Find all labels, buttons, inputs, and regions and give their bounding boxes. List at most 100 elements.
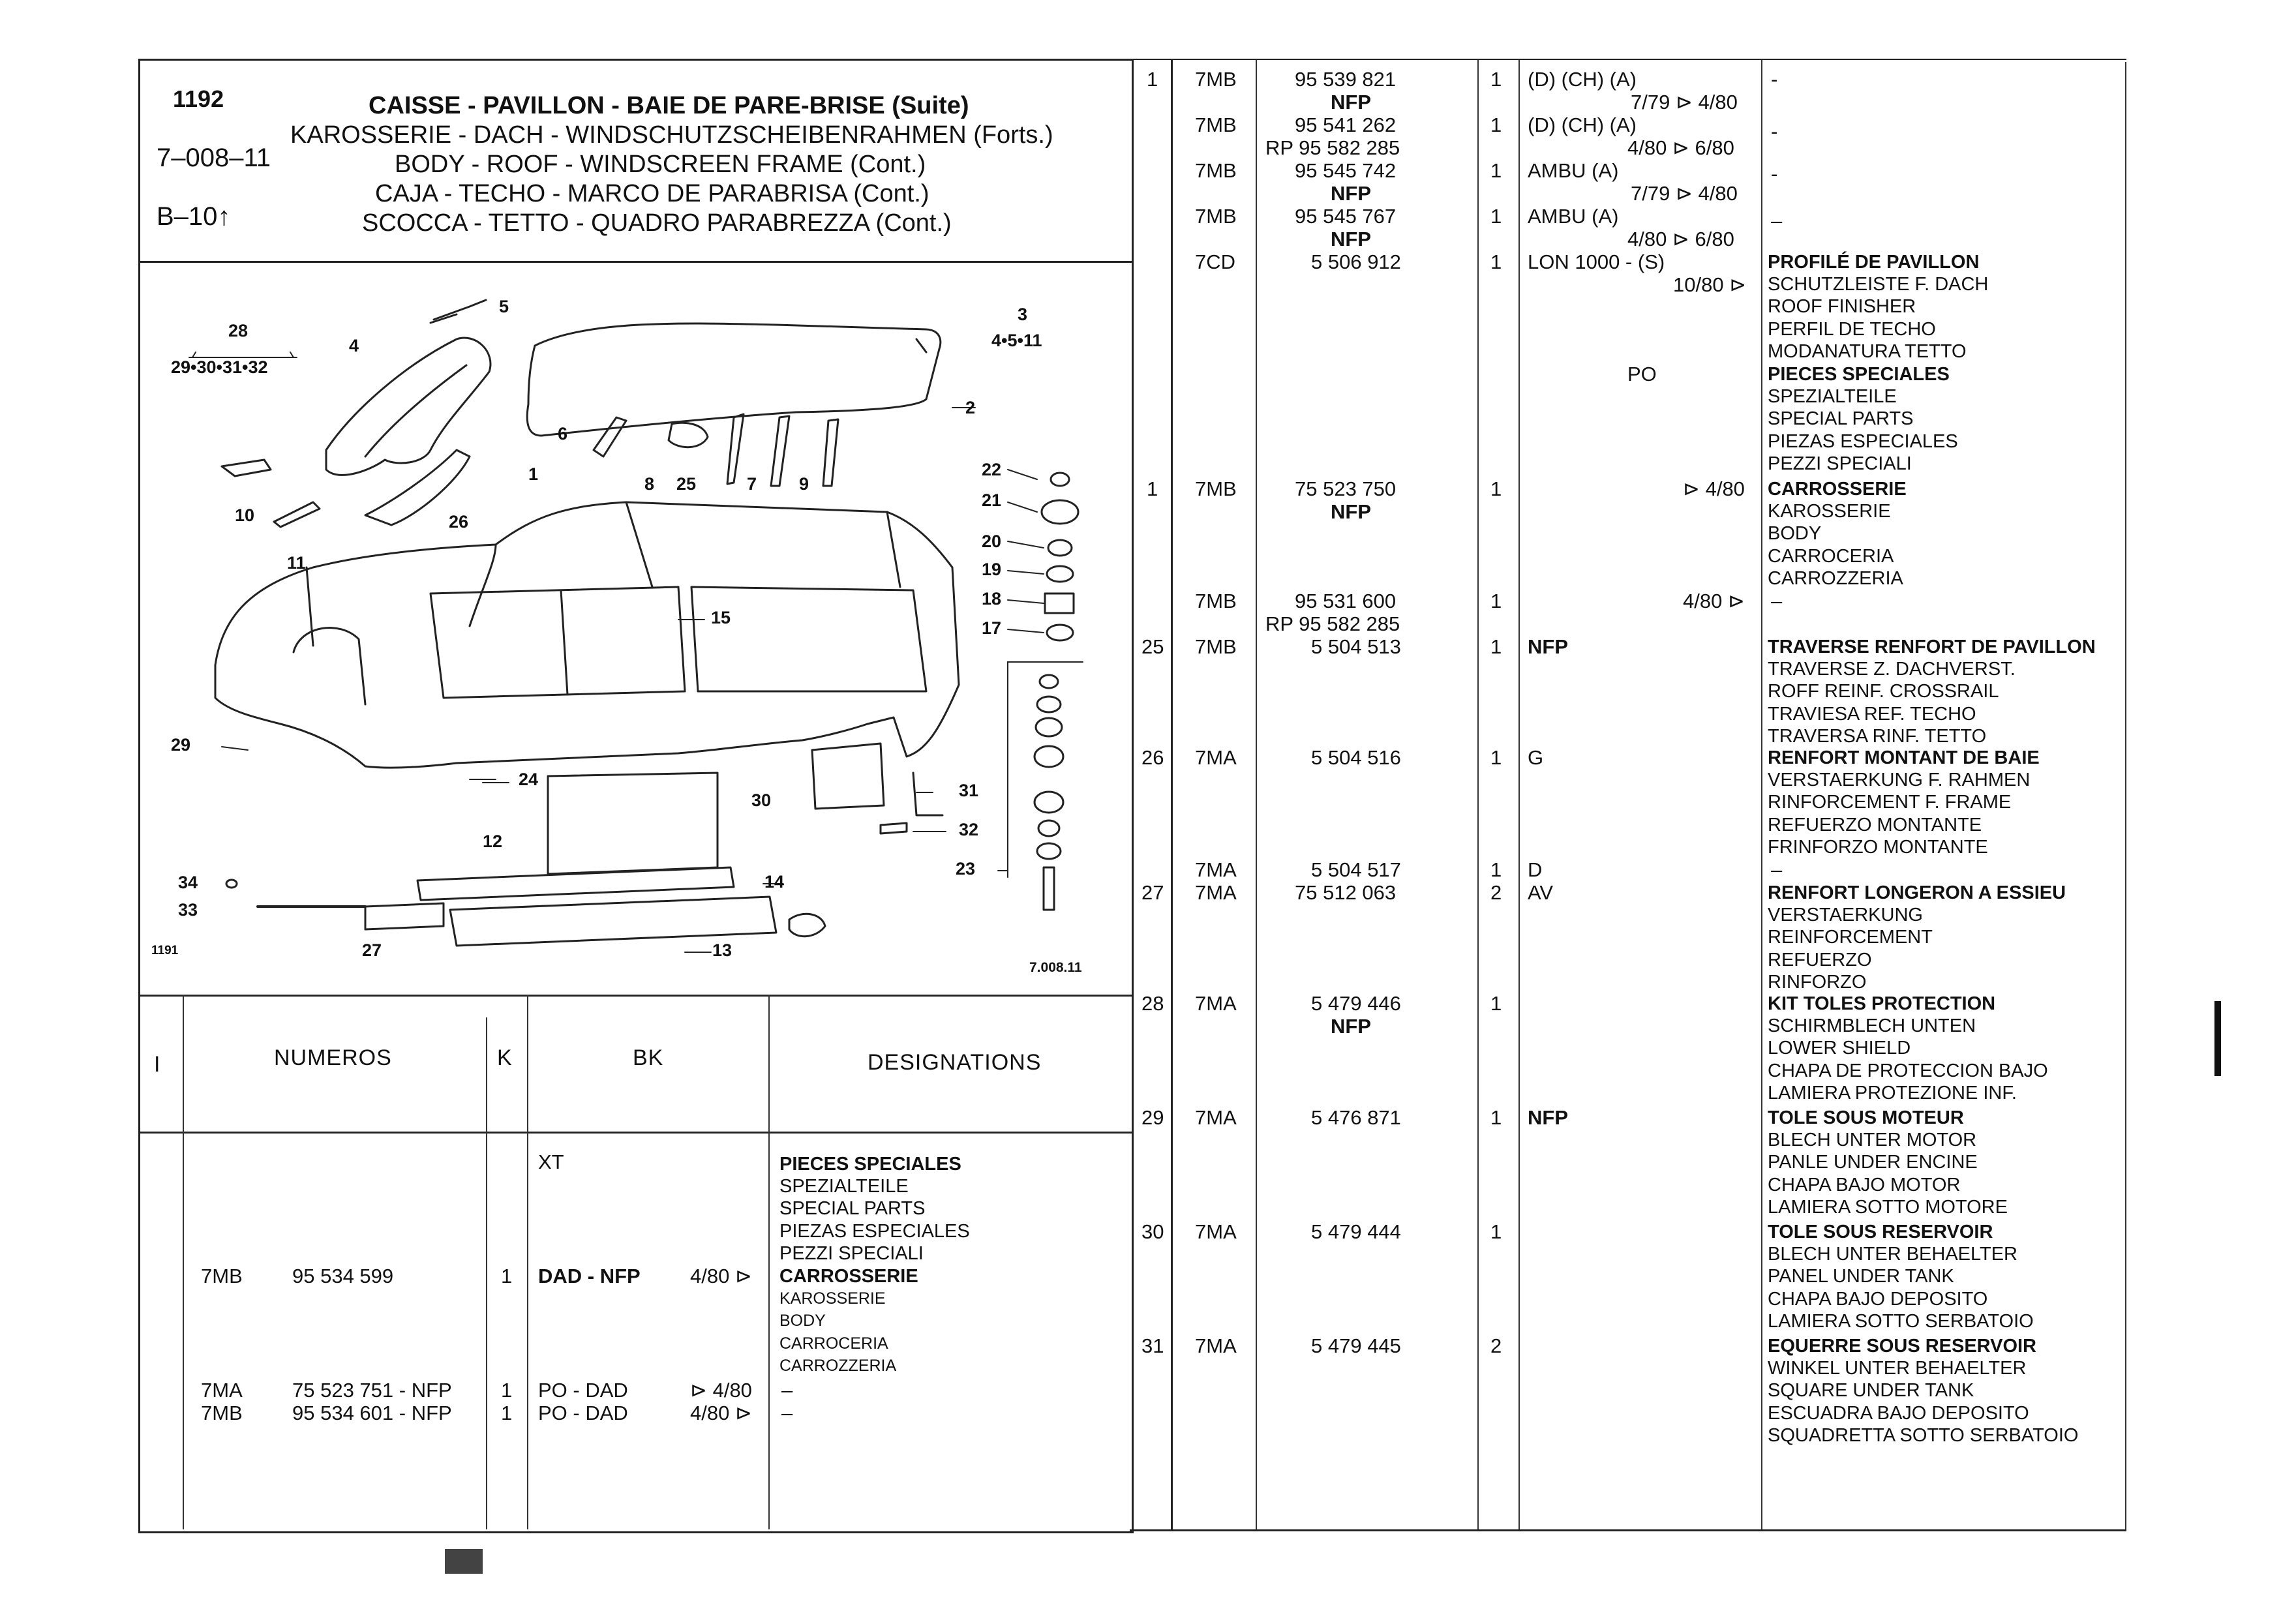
callout-13: 13 <box>712 940 733 960</box>
rt-desc-line: FRINFORZO MONTANTE <box>1768 836 1988 858</box>
ref-sub-text: B–10 <box>157 202 218 231</box>
lt-col-2 <box>486 1017 487 1529</box>
lt-special-3: PIEZAS ESPECIALES <box>779 1220 970 1242</box>
rt-desc-body: CARROSSERIE KAROSSERIE BODY CARROCERIA C… <box>1768 478 1907 590</box>
rt-k: 1 <box>1490 858 1502 881</box>
windscreen-frame-shape <box>325 337 492 476</box>
title-de: KAROSSERIE - DACH - WINDSCHUTZSCHEIBENRA… <box>290 121 1053 149</box>
rt-code: 7MA <box>1195 1106 1237 1129</box>
lt-header-i: I <box>154 1052 161 1077</box>
title-it: SCOCCA - TETTO - QUADRO PARABREZZA (Cont… <box>362 209 952 237</box>
rt-desc-line: ROOF FINISHER <box>1768 296 1916 318</box>
callout-29: 29 <box>171 735 191 755</box>
rt-code: 7MA <box>1195 992 1237 1015</box>
rt-desc-line: SPECIAL PARTS <box>1768 408 1914 430</box>
lt-row2-bk: PO - DAD <box>538 1379 628 1402</box>
callout-27: 27 <box>362 940 382 960</box>
rt-desc-line: LAMIERA PROTEZIONE INF. <box>1768 1082 2017 1104</box>
rt-desc-kit: KIT TOLES PROTECTION SCHIRMBLECH UNTEN L… <box>1768 993 2048 1104</box>
lt-row2-k: 1 <box>501 1379 513 1402</box>
lt-row3-num: 95 534 601 - NFP <box>292 1402 452 1424</box>
rt-k: 2 <box>1490 881 1502 904</box>
callout-18: 18 <box>982 589 1002 608</box>
callout-19: 19 <box>982 560 1002 579</box>
rt-dash: - <box>1771 68 1778 91</box>
rt-k: 1 <box>1490 250 1502 273</box>
callout-28: 28 <box>228 321 249 340</box>
rt-num: 75 523 750 <box>1295 477 1397 500</box>
callout-25: 25 <box>676 474 697 494</box>
callout-1: 1 <box>528 464 539 484</box>
callout-11: 11 <box>287 553 306 573</box>
rt-idx: 25 <box>1141 635 1164 658</box>
rt-desc-line: WINKEL UNTER BEHAELTER <box>1768 1358 2027 1379</box>
rt-num: 5 504 513 <box>1311 635 1401 658</box>
callout-33: 33 <box>178 900 198 920</box>
rt-desc-line: CARROSSERIE <box>1768 479 1907 500</box>
rt-k: 1 <box>1490 113 1502 136</box>
lt-special-1: SPEZIALTEILE <box>779 1176 909 1197</box>
rt-k: 1 <box>1490 159 1502 182</box>
scan-smudge-mark <box>445 1549 483 1574</box>
callout-6: 6 <box>558 424 568 443</box>
callout-30: 30 <box>751 790 772 810</box>
rt-bk: (D) (CH) (A) <box>1528 113 1637 136</box>
rt-code: 7MA <box>1195 858 1237 881</box>
rt-num: 5 504 516 <box>1311 746 1401 769</box>
rt-num: NFP <box>1331 228 1371 250</box>
rt-desc-line: VERSTAERKUNG <box>1768 905 1923 926</box>
rt-bk: NFP <box>1528 635 1568 658</box>
lt-header-bk: BK <box>633 1045 664 1070</box>
lt-row1-desc-2: BODY <box>779 1312 826 1330</box>
rt-idx: 30 <box>1141 1220 1164 1243</box>
rt-k: 1 <box>1490 635 1502 658</box>
rt-desc-line: BODY <box>1768 523 1822 545</box>
rt-code: 7MB <box>1195 635 1237 658</box>
callout-4-5-11: 4•5•11 <box>991 331 1042 350</box>
rt-k: 1 <box>1490 1220 1502 1243</box>
rt-num: 5 476 871 <box>1311 1106 1401 1129</box>
rt-idx: 1 <box>1147 477 1158 500</box>
rt-code: 7MB <box>1195 205 1237 228</box>
rt-num: 5 479 445 <box>1311 1334 1401 1357</box>
lt-header-designations: DESIGNATIONS <box>868 1050 1042 1075</box>
lt-row1-num: 95 534 599 <box>292 1265 394 1287</box>
rt-col-2 <box>1256 59 1257 1531</box>
callout-10: 10 <box>235 505 255 525</box>
rt-desc-line: REFUERZO MONTANTE <box>1768 814 1982 835</box>
rt-code: 7CD <box>1195 250 1236 273</box>
rt-desc-line: RENFORT MONTANT DE BAIE <box>1768 747 2040 768</box>
rt-date: 10/80 ⊳ <box>1673 273 1747 296</box>
ref-main: 7–008–11 <box>157 143 271 172</box>
rt-desc-line: PIECES SPECIALES <box>1768 364 1950 385</box>
rt-desc-dash-frame: – <box>1771 858 1783 881</box>
callout-3: 3 <box>1018 305 1028 324</box>
rt-k: 1 <box>1490 1106 1502 1129</box>
rt-col-4 <box>1518 59 1520 1531</box>
rt-bottom-border <box>1130 1529 2126 1531</box>
rt-num: RP 95 582 285 <box>1265 136 1400 159</box>
lt-special-2: SPECIAL PARTS <box>779 1198 926 1220</box>
rt-k: 1 <box>1490 746 1502 769</box>
callout-2: 2 <box>965 398 976 417</box>
rt-desc-line: TRAVERSE RENFORT DE PAVILLON <box>1768 637 2096 657</box>
lt-row1-desc-3: CARROCERIA <box>779 1334 888 1353</box>
callout-23: 23 <box>956 859 976 879</box>
callout-17: 17 <box>982 618 1002 638</box>
header-divider <box>138 261 1132 263</box>
rt-bk: AMBU (A) <box>1528 205 1619 228</box>
lt-row2-num: 75 523 751 - NFP <box>292 1379 452 1402</box>
lt-row1-desc: CARROSSERIE KAROSSERIE BODY CARROCERIA C… <box>779 1265 918 1377</box>
strip-26-shape <box>364 449 471 526</box>
rt-num: NFP <box>1331 1015 1371 1038</box>
rt-desc-line: CARROZZERIA <box>1768 567 1903 589</box>
callout-12: 12 <box>483 832 503 851</box>
rt-desc-line: CHAPA BAJO MOTOR <box>1768 1174 1961 1195</box>
rt-desc-line: PANLE UNDER ENCINE <box>1768 1152 1978 1173</box>
rt-desc-line: SCHIRMBLECH UNTEN <box>1768 1015 1976 1037</box>
rt-desc-line: REINFORCEMENT <box>1768 927 1933 948</box>
rt-dash: - <box>1771 120 1778 143</box>
callout-22: 22 <box>982 460 1002 479</box>
rt-desc-line: TRAVIESA REF. TECHO <box>1768 703 1976 725</box>
callout-9: 9 <box>799 474 809 494</box>
